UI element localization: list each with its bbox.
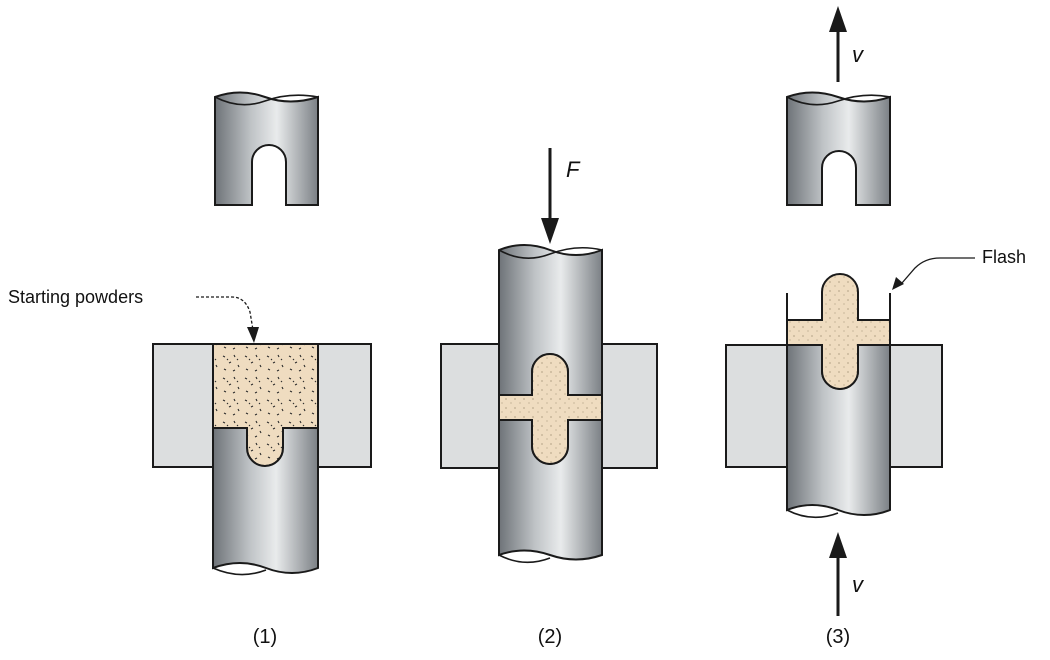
flash-callout: Flash [892,247,1026,290]
svg-text:Flash: Flash [982,247,1026,267]
panel-3-caption: (3) [826,626,850,648]
velocity-label-bottom: v [852,572,865,597]
lower-punch [212,427,319,576]
force-label: F [566,157,581,182]
panel-3: v Flash v [725,6,1026,648]
velocity-arrow-up: v [829,6,865,82]
velocity-arrow-up-bottom: v [829,532,865,616]
panel-1: Starting powders (1) [8,91,372,648]
panel-1-caption: (1) [253,626,277,648]
starting-powders-callout: Starting powders [8,287,259,343]
upper-punch [786,91,891,206]
svg-text:Starting powders: Starting powders [8,287,143,307]
panel-2-caption: (2) [538,626,562,648]
force-arrow: F [541,148,581,244]
compacted-part [498,353,603,465]
upper-punch [214,91,319,206]
panel-2: F (2) [440,148,658,648]
ejected-part [786,273,891,390]
velocity-label-top: v [852,42,865,67]
